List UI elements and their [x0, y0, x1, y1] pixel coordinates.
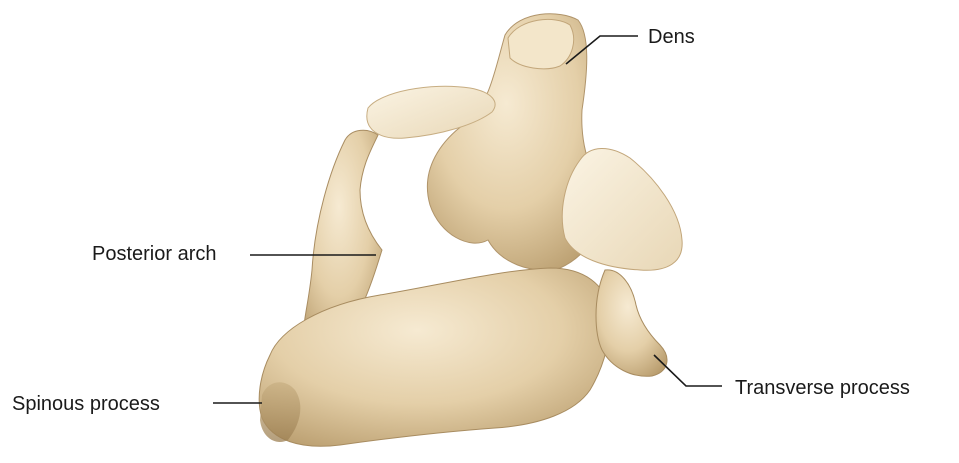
- right-superior-facet: [562, 148, 682, 270]
- label-posterior-arch: Posterior arch: [92, 244, 217, 264]
- transverse-process: [596, 270, 667, 376]
- label-spinous-process: Spinous process: [12, 394, 160, 414]
- label-dens: Dens: [648, 27, 695, 47]
- label-transverse-process: Transverse process: [735, 378, 910, 398]
